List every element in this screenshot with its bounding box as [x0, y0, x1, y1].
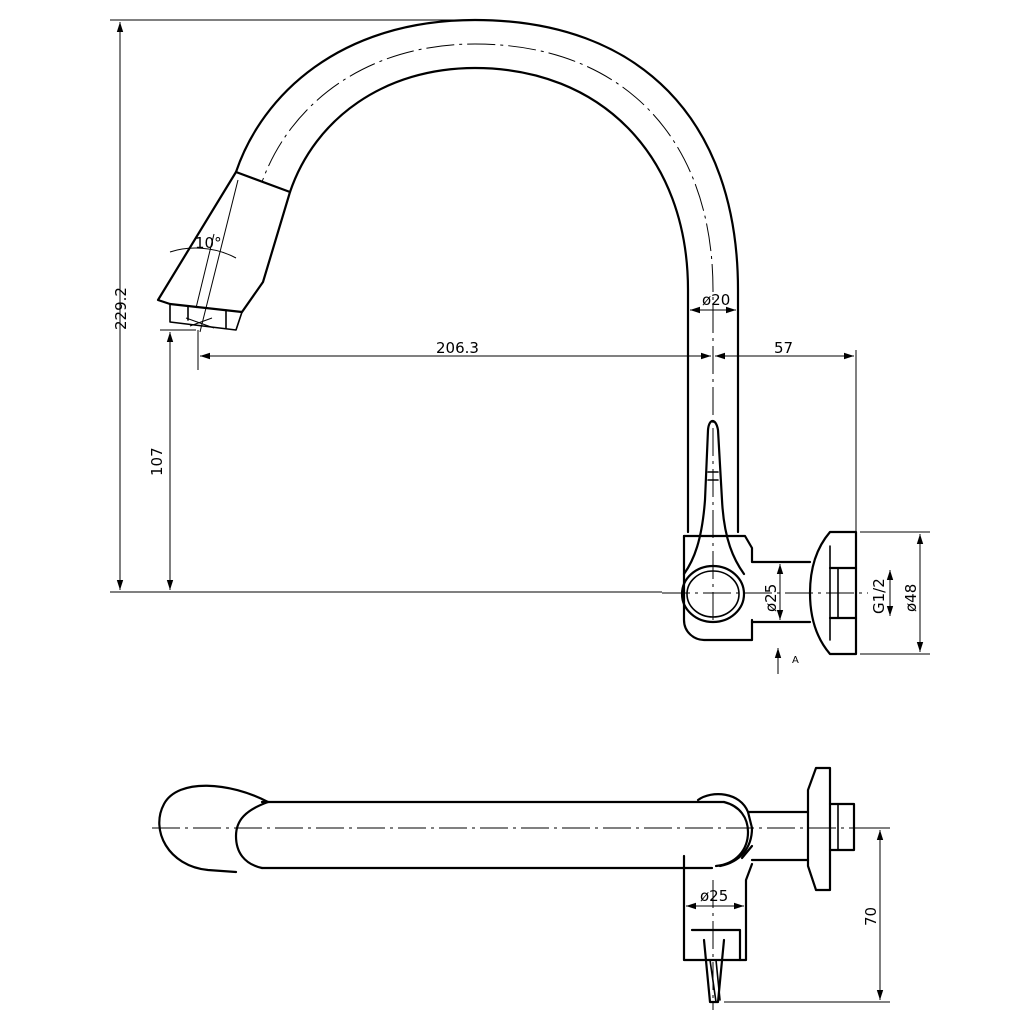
dim-tube-diameter: ø20 — [690, 291, 736, 314]
dim-thread: G1/2 — [870, 570, 894, 616]
valve-body — [680, 419, 812, 642]
spout-centerline — [261, 43, 714, 620]
svg-text:A: A — [792, 655, 799, 666]
svg-text:229.2: 229.2 — [112, 287, 130, 330]
section-marker: A — [774, 648, 799, 674]
top-view: ø25 70 — [152, 766, 890, 1010]
front-view: 10° — [110, 18, 930, 674]
aerator-head — [156, 170, 292, 333]
top-valve-body — [696, 793, 810, 868]
svg-text:206.3: 206.3 — [436, 339, 479, 357]
dim-reach: 206.3 — [200, 339, 711, 360]
angle-label: 10° — [195, 234, 222, 252]
dim-spout-height: 107 — [148, 332, 174, 590]
top-wall-flange — [806, 766, 856, 892]
svg-text:ø25: ø25 — [700, 887, 728, 905]
dim-projection: 70 — [862, 830, 884, 1000]
svg-text:G1/2: G1/2 — [870, 578, 888, 614]
dim-wall-offset: 57 — [715, 339, 854, 360]
svg-text:ø48: ø48 — [902, 584, 920, 612]
dim-total-height: 229.2 — [112, 22, 130, 590]
top-lever — [682, 854, 754, 1010]
top-aerator-head — [158, 784, 270, 874]
dim-top-body-diameter: ø25 — [686, 887, 744, 910]
top-spout-tube — [260, 800, 726, 870]
svg-text:ø25: ø25 — [762, 584, 780, 612]
spout-outer-contour — [234, 18, 740, 534]
dim-body-diameter: ø25 — [762, 564, 784, 620]
svg-text:70: 70 — [862, 907, 880, 926]
angle-10: 10° — [169, 233, 237, 309]
dim-flange-diameter: ø48 — [902, 534, 924, 652]
svg-text:107: 107 — [148, 447, 166, 476]
svg-text:57: 57 — [774, 339, 793, 357]
svg-text:ø20: ø20 — [702, 291, 730, 309]
spout-inner-contour — [288, 66, 690, 534]
